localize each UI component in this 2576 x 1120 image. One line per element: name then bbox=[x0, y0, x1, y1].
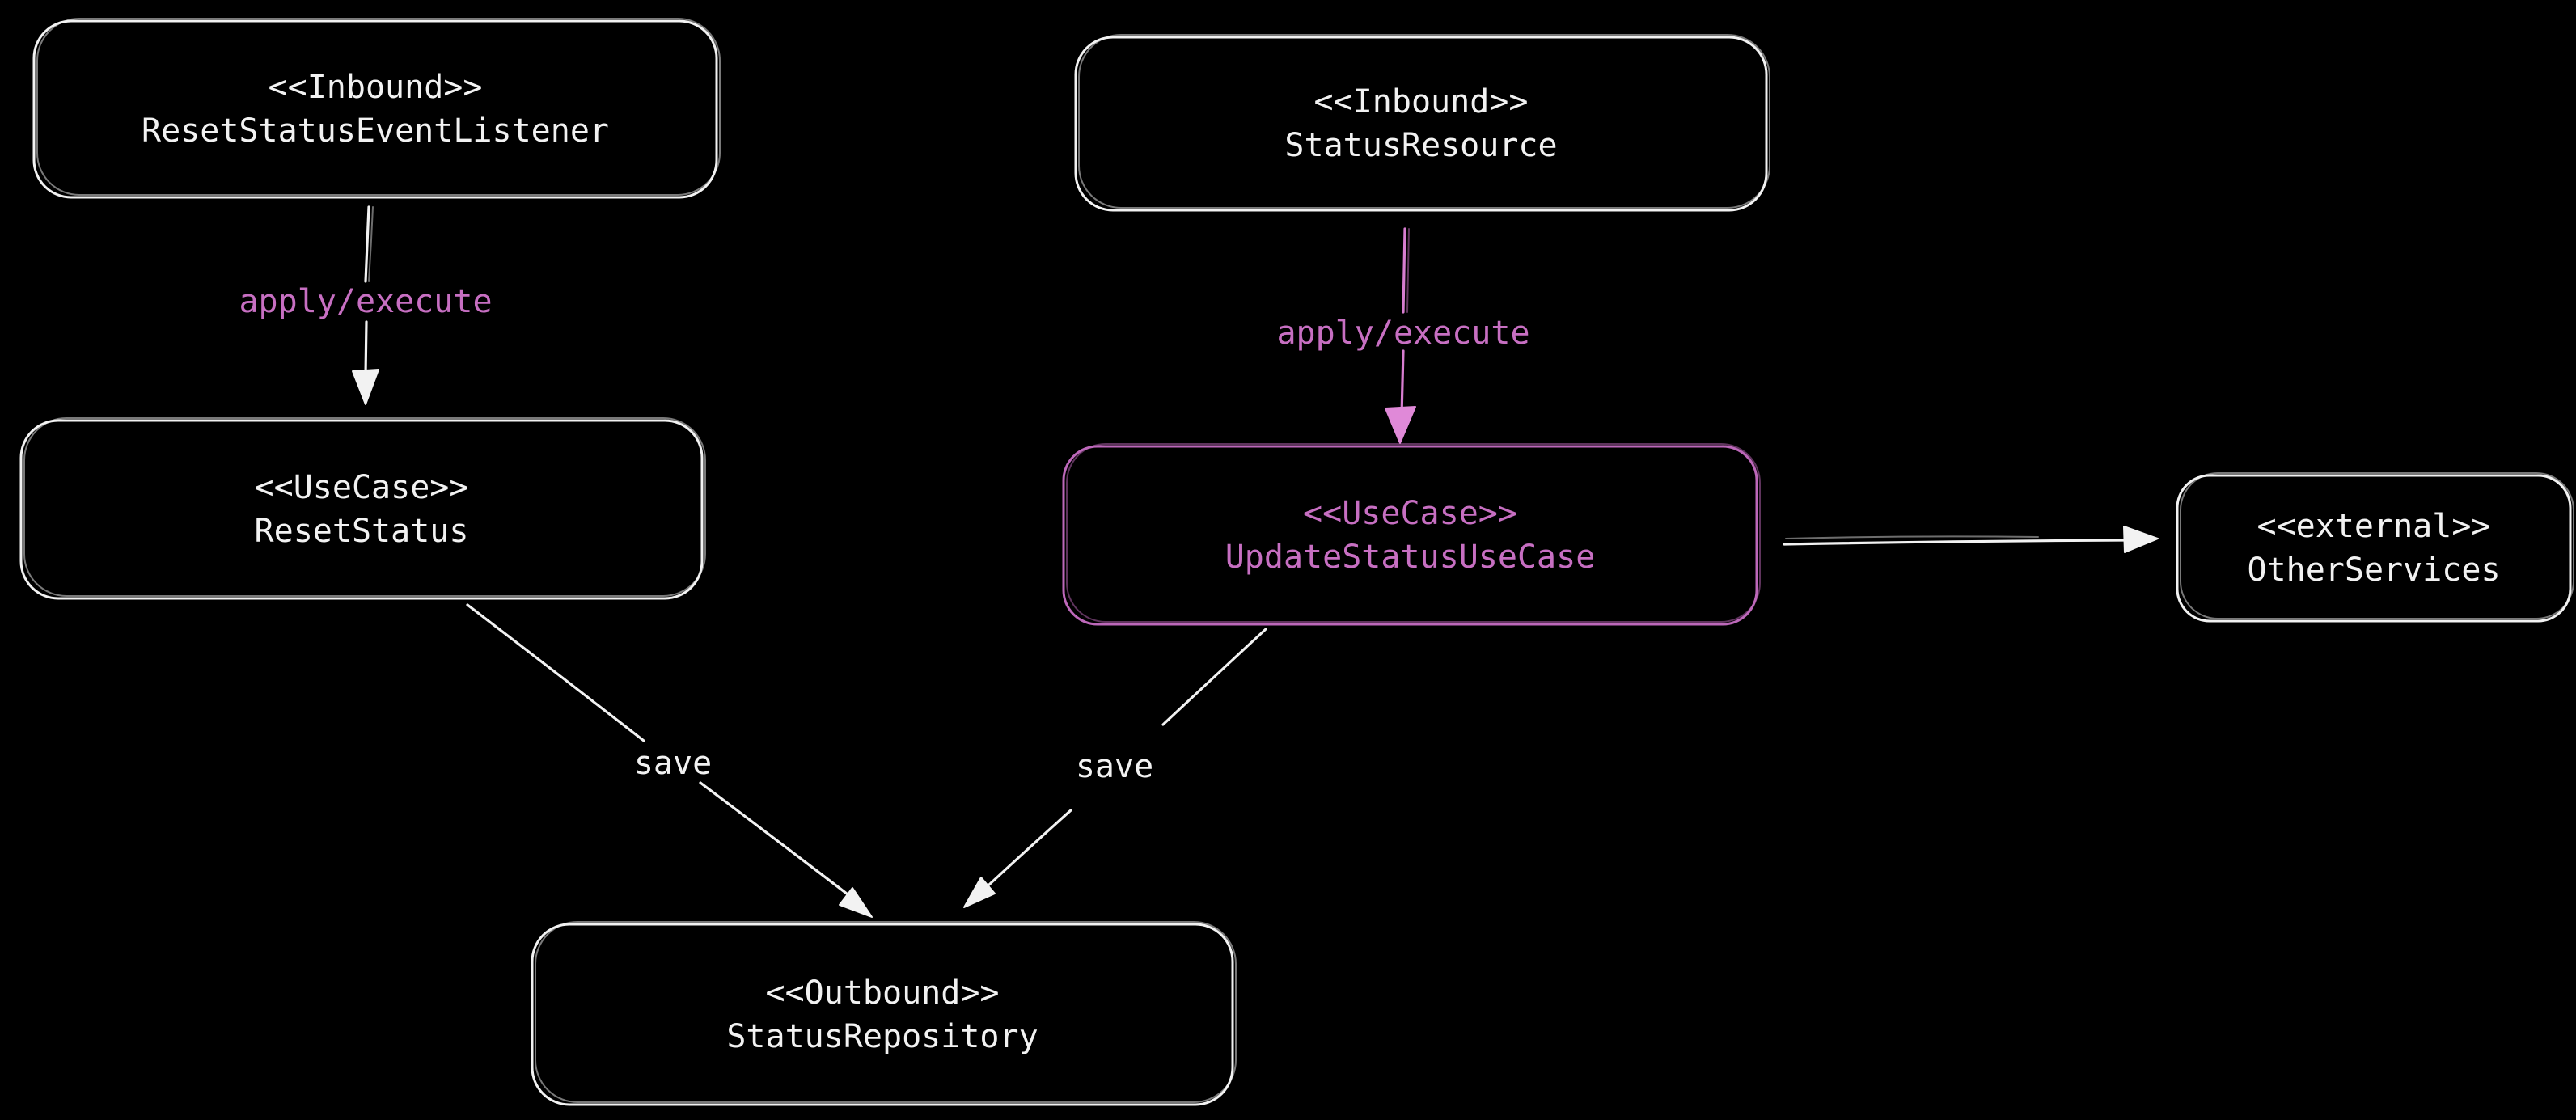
node-other-services: <<external>> OtherServices bbox=[2177, 475, 2570, 621]
node-name: ResetStatusEventListener bbox=[142, 112, 609, 150]
arrow-save-right bbox=[963, 628, 1267, 908]
node-reset-status-event-listener: <<Inbound>> ResetStatusEventListener bbox=[34, 21, 717, 197]
node-stereotype: <<UseCase>> bbox=[254, 469, 469, 506]
arrow-to-other-services bbox=[1783, 526, 2159, 553]
node-box-other-services bbox=[2176, 472, 2574, 623]
node-name: StatusRepository bbox=[726, 1017, 1038, 1055]
node-stereotype: <<external>> bbox=[2257, 508, 2491, 545]
node-reset-status: <<UseCase>> ResetStatus bbox=[21, 421, 702, 598]
node-update-status-usecase: <<UseCase>> UpdateStatusUseCase bbox=[1064, 446, 1757, 624]
node-stereotype: <<Inbound>> bbox=[268, 69, 483, 106]
arrow-save-left bbox=[466, 603, 873, 918]
node-name: StatusResource bbox=[1284, 127, 1558, 164]
node-name: OtherServices bbox=[2247, 552, 2501, 589]
node-box-reset-status-event-listener bbox=[32, 18, 721, 199]
arrow-apply-execute-left bbox=[352, 205, 379, 405]
node-stereotype: <<Inbound>> bbox=[1313, 83, 1529, 120]
edge-label-save-right: save bbox=[1075, 748, 1154, 785]
node-status-repository: <<Outbound>> StatusRepository bbox=[532, 924, 1233, 1105]
node-stereotype: <<Outbound>> bbox=[765, 974, 1000, 1012]
node-name: UpdateStatusUseCase bbox=[1225, 539, 1596, 576]
arrow-apply-execute-right bbox=[1385, 227, 1416, 444]
node-box-status-repository bbox=[531, 921, 1237, 1106]
node-stereotype: <<UseCase>> bbox=[1303, 495, 1517, 532]
node-box-update-status-usecase bbox=[1062, 443, 1761, 626]
edge-label-save-left: save bbox=[633, 745, 713, 782]
node-status-resource: <<Inbound>> StatusResource bbox=[1076, 37, 1766, 210]
node-box-status-resource bbox=[1074, 34, 1770, 212]
edge-label-apply-execute-left: apply/execute bbox=[239, 283, 493, 320]
edge-label-apply-execute-right: apply/execute bbox=[1276, 315, 1530, 352]
node-name: ResetStatus bbox=[254, 513, 469, 550]
node-box-reset-status bbox=[19, 417, 706, 600]
